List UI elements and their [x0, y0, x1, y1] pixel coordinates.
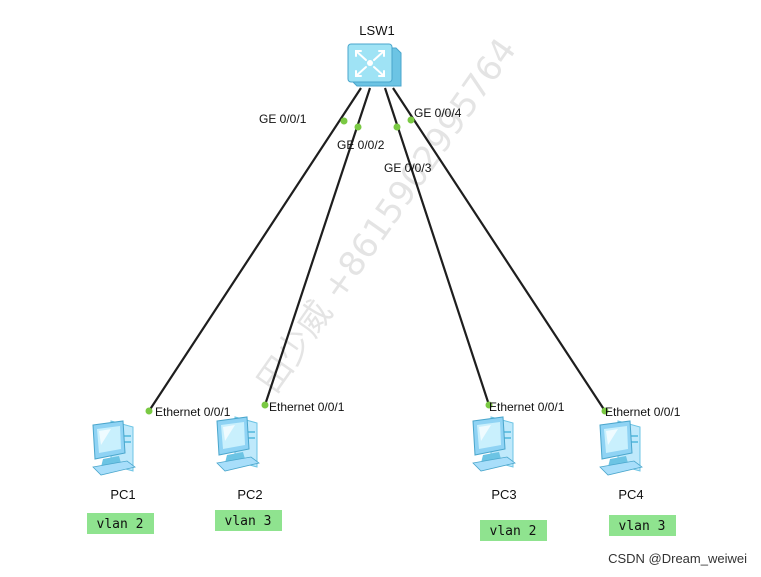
links — [148, 87, 606, 412]
pc2-port-label: Ethernet 0/0/1 — [269, 400, 345, 414]
pc3-port-label: Ethernet 0/0/1 — [489, 400, 565, 414]
pc4-port-label: Ethernet 0/0/1 — [605, 405, 681, 419]
pc2-vlan-text: vlan 3 — [225, 514, 272, 529]
pc1-vlan-text: vlan 2 — [97, 517, 144, 532]
link-pc2 — [263, 87, 372, 406]
port-dots — [145, 116, 609, 415]
pc3-label: PC3 — [491, 487, 516, 502]
port-dot-ge003 — [393, 123, 401, 131]
port-dot-pc1 — [145, 407, 153, 415]
pc4-icon — [599, 420, 643, 476]
pc1-device[interactable]: PC1 vlan 2 — [87, 420, 154, 534]
pc2-icon — [216, 416, 260, 472]
pc1-port-label: Ethernet 0/0/1 — [155, 405, 231, 419]
pc1-vlan-badge: vlan 2 — [87, 513, 154, 534]
pc3-vlan-badge: vlan 2 — [480, 520, 547, 541]
port-label-ge002: GE 0/0/2 — [337, 138, 385, 152]
pc3-device[interactable]: PC3 vlan 2 — [472, 416, 547, 541]
port-label-ge004: GE 0/0/4 — [414, 106, 462, 120]
pc4-vlan-text: vlan 3 — [619, 519, 666, 534]
pc2-device[interactable]: PC2 vlan 3 — [215, 416, 282, 531]
pc1-label: PC1 — [110, 487, 135, 502]
pc2-vlan-badge: vlan 3 — [215, 510, 282, 531]
pc3-vlan-text: vlan 2 — [490, 524, 537, 539]
link-pc1 — [148, 87, 362, 412]
pc4-vlan-badge: vlan 3 — [609, 515, 676, 536]
port-label-ge001: GE 0/0/1 — [259, 112, 307, 126]
pc4-device[interactable]: PC4 vlan 3 — [599, 420, 676, 536]
port-dot-ge004 — [407, 116, 415, 124]
switch-label: LSW1 — [359, 23, 394, 38]
port-dot-pc4 — [601, 407, 609, 415]
switch-lsw1[interactable]: LSW1 — [347, 23, 402, 87]
port-dot-pc2 — [261, 401, 269, 409]
port-dot-ge001 — [340, 117, 348, 125]
pc4-label: PC4 — [618, 487, 643, 502]
link-pc3 — [383, 87, 491, 406]
link-pc4 — [392, 87, 606, 412]
pc2-label: PC2 — [237, 487, 262, 502]
pc3-icon — [472, 416, 516, 472]
port-dot-pc3 — [485, 401, 493, 409]
port-label-ge003: GE 0/0/3 — [384, 161, 432, 175]
pc1-icon — [92, 420, 136, 476]
switch-icon — [347, 43, 402, 87]
port-dot-ge002 — [354, 123, 362, 131]
footer-credit: CSDN @Dream_weiwei — [608, 551, 747, 566]
